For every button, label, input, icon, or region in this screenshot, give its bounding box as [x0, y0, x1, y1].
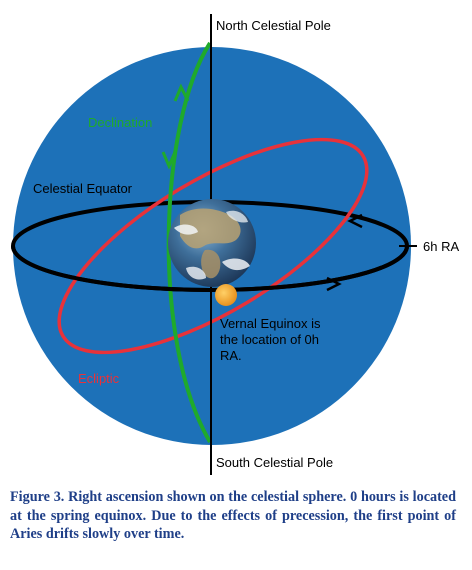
ecliptic-ring [57, 137, 369, 355]
celestial-equator-front [11, 245, 409, 292]
ecliptic-label: Ecliptic [78, 371, 120, 386]
declination-label: Declination [88, 115, 152, 130]
equator-arrow-front [326, 276, 342, 292]
ra-6h-label: 6h RA [423, 239, 459, 254]
declination-arc [166, 41, 212, 444]
earth [168, 199, 256, 287]
vernal-equinox-marker [215, 284, 237, 306]
south-celestial-pole-label: South Celestial Pole [216, 455, 333, 470]
vernal-equinox-label-line3: RA. [220, 348, 242, 363]
figure-caption: Figure 3. Right ascension shown on the c… [10, 489, 456, 542]
celestial-equator-label: Celestial Equator [33, 181, 133, 196]
declination-arrow-down [161, 151, 177, 170]
vernal-equinox-label-line2: the location of 0h [220, 332, 319, 347]
equator-arrow-back [347, 213, 363, 229]
celestial-sphere-diagram: North Celestial Pole South Celestial Pol… [11, 14, 459, 475]
declination-arrow-up [173, 83, 190, 102]
vernal-equinox-label-line1: Vernal Equinox is [220, 316, 321, 331]
north-celestial-pole-label: North Celestial Pole [216, 18, 331, 33]
